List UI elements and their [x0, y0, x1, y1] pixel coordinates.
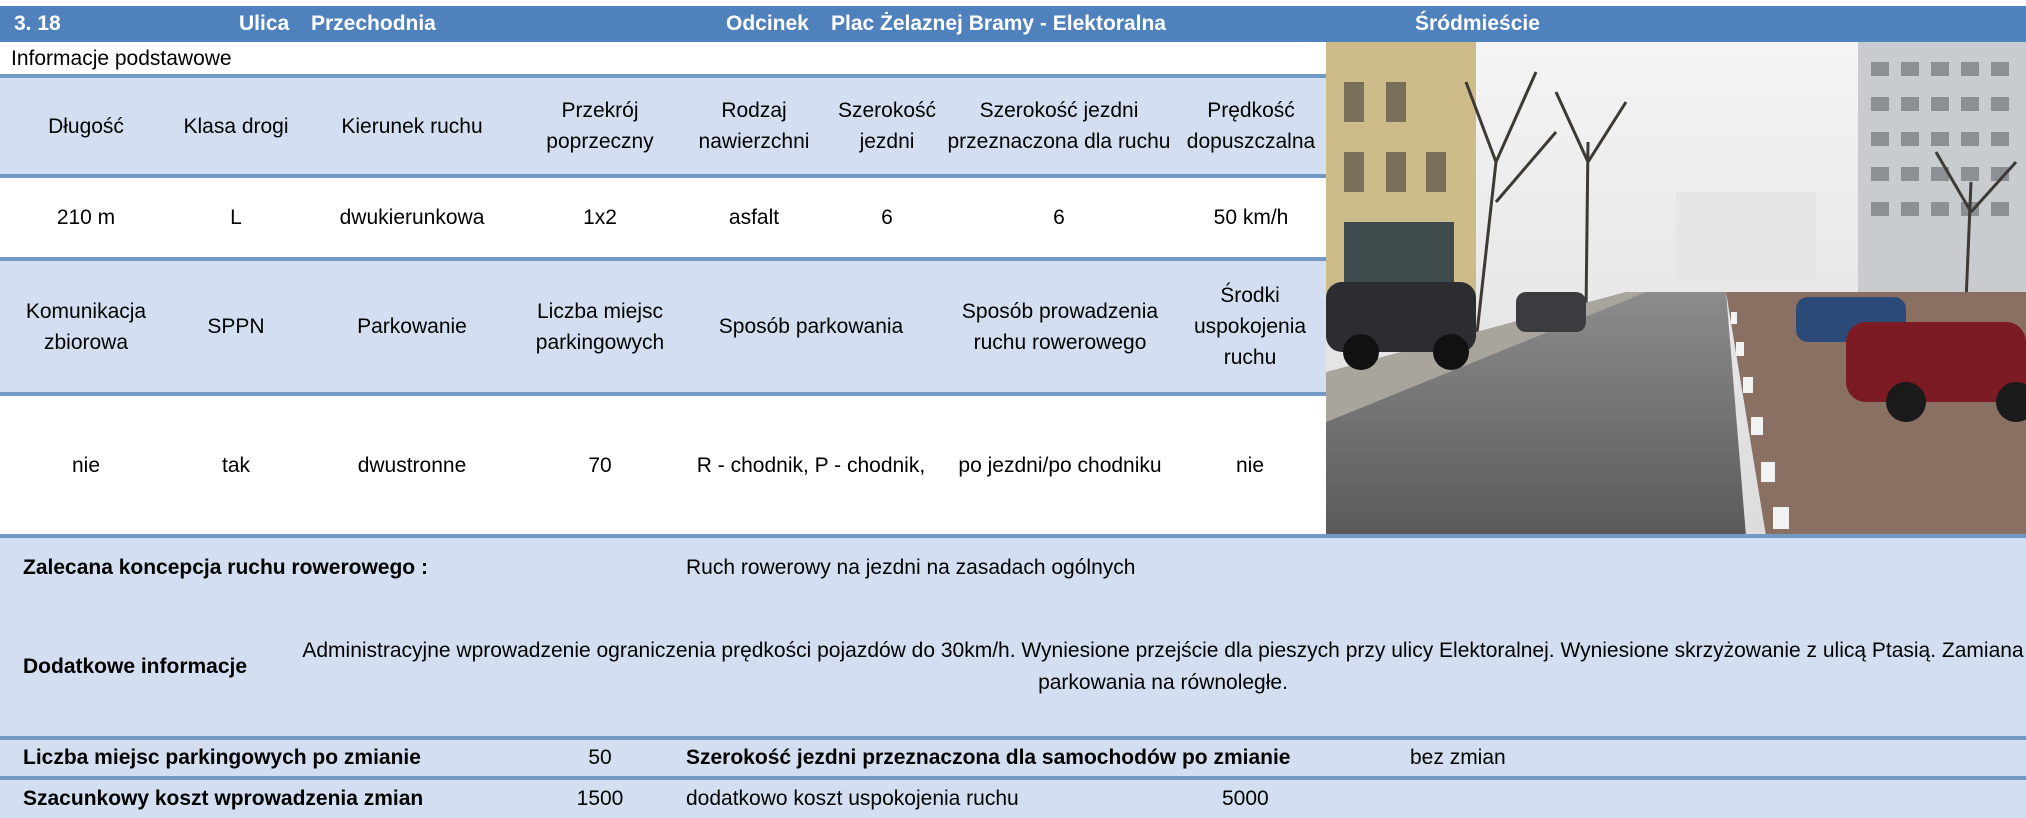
- section-label: Odcinek: [726, 12, 809, 35]
- table2-value-3: 70: [588, 453, 612, 477]
- header-bar: 3. 18 Ulica Przechodnia Odcinek Plac Żel…: [0, 6, 2026, 42]
- table1-value-2: dwukierunkowa: [339, 206, 485, 229]
- width-after-label: Szerokość jezdni przeznaczona dla samoch…: [686, 746, 1291, 769]
- extra-cost-value: 5000: [1222, 787, 1269, 810]
- additional-text: Administracyjne wprowadzenie ograniczeni…: [302, 639, 2024, 694]
- table2-value-5: po jezdni/po chodniku: [958, 453, 1162, 477]
- table2-value-2: dwustronne: [357, 453, 467, 477]
- table1-top-rule: [0, 74, 1326, 78]
- street-label: Ulica: [239, 12, 290, 35]
- street-name: Przechodnia: [311, 12, 436, 35]
- table2-header-3: Liczba miejsc parkingowych: [535, 299, 665, 354]
- table1-value-1: L: [230, 206, 242, 229]
- table1-value-6: 6: [1053, 206, 1065, 229]
- table2-header-5: Sposób prowadzenia ruchu rowerowego: [961, 299, 1159, 354]
- table1-value-7: 50 km/h: [1213, 206, 1289, 229]
- recommended-top-rule: [0, 534, 2026, 538]
- section-name: Plac Żelaznej Bramy - Elektoralna: [831, 12, 1166, 35]
- parking-after-value: 50: [588, 746, 612, 769]
- table2-header-2: Parkowanie: [357, 315, 467, 338]
- table1-header-1: Klasa drogi: [183, 114, 289, 138]
- table2-header-6: Środki uspokojenia ruchu: [1193, 284, 1307, 369]
- additional-label: Dodatkowe informacje: [23, 655, 248, 678]
- extra-cost-label: dodatkowo koszt uspokojenia ruchu: [686, 787, 1019, 810]
- table1-value-5: 6: [881, 206, 893, 229]
- cost-value: 1500: [576, 787, 624, 810]
- table1-header-6: Szerokość jezdni przeznaczona dla ruchu: [947, 99, 1171, 153]
- recommended-value: Ruch rowerowy na jezdni na zasadach ogól…: [686, 556, 1136, 579]
- table1-header-band: [0, 78, 1326, 174]
- record-number: 3. 18: [14, 12, 61, 35]
- table2-mid-rule: [0, 392, 1326, 396]
- table1-header-3: Przekrój poprzeczny: [546, 99, 654, 153]
- table1-value-3: 1x2: [583, 206, 617, 229]
- basic-info-title: Informacje podstawowe: [11, 47, 232, 70]
- table2-top-rule: [0, 257, 1326, 261]
- street-photo: [1326, 42, 2026, 536]
- table1-header-4: Rodzaj nawierzchni: [698, 99, 810, 153]
- table1-value-4: asfalt: [728, 206, 780, 229]
- parking-after-top-rule: [0, 736, 2026, 740]
- recommended-band: [0, 538, 2026, 598]
- recommended-label: Zalecana koncepcja ruchu rowerowego :: [23, 556, 428, 579]
- table2-header-0: Komunikacja zbiorowa: [25, 299, 147, 354]
- table2-value-0: nie: [71, 453, 101, 477]
- parking-after-band: [0, 740, 2026, 776]
- district-name: Śródmieście: [1415, 12, 1540, 35]
- table2-value-6: nie: [1235, 453, 1265, 477]
- table1-header-2: Kierunek ruchu: [341, 114, 483, 138]
- cost-top-rule: [0, 776, 2026, 780]
- table2-value-1: tak: [221, 453, 250, 477]
- parking-after-label: Liczba miejsc parkingowych po zmianie: [23, 746, 421, 769]
- cost-label: Szacunkowy koszt wprowadzenia zmian: [23, 787, 424, 810]
- table1-header-0: Długość: [48, 114, 124, 138]
- table2-header-4: Sposób parkowania: [718, 315, 904, 338]
- table1-header-5: Szerokość jezdni: [837, 99, 937, 153]
- table2-header-band: [0, 261, 1326, 392]
- table2-header-1: SPPN: [207, 315, 265, 338]
- additional-band: [0, 598, 2026, 736]
- cost-band: [0, 780, 2026, 818]
- table1-header-7: Prędkość dopuszczalna: [1186, 99, 1316, 153]
- table2-value-4: R - chodnik, P - chodnik,: [696, 453, 926, 477]
- width-after-value: bez zmian: [1410, 746, 1506, 769]
- table1-value-0: 210 m: [56, 206, 116, 229]
- table1-mid-rule: [0, 174, 1326, 178]
